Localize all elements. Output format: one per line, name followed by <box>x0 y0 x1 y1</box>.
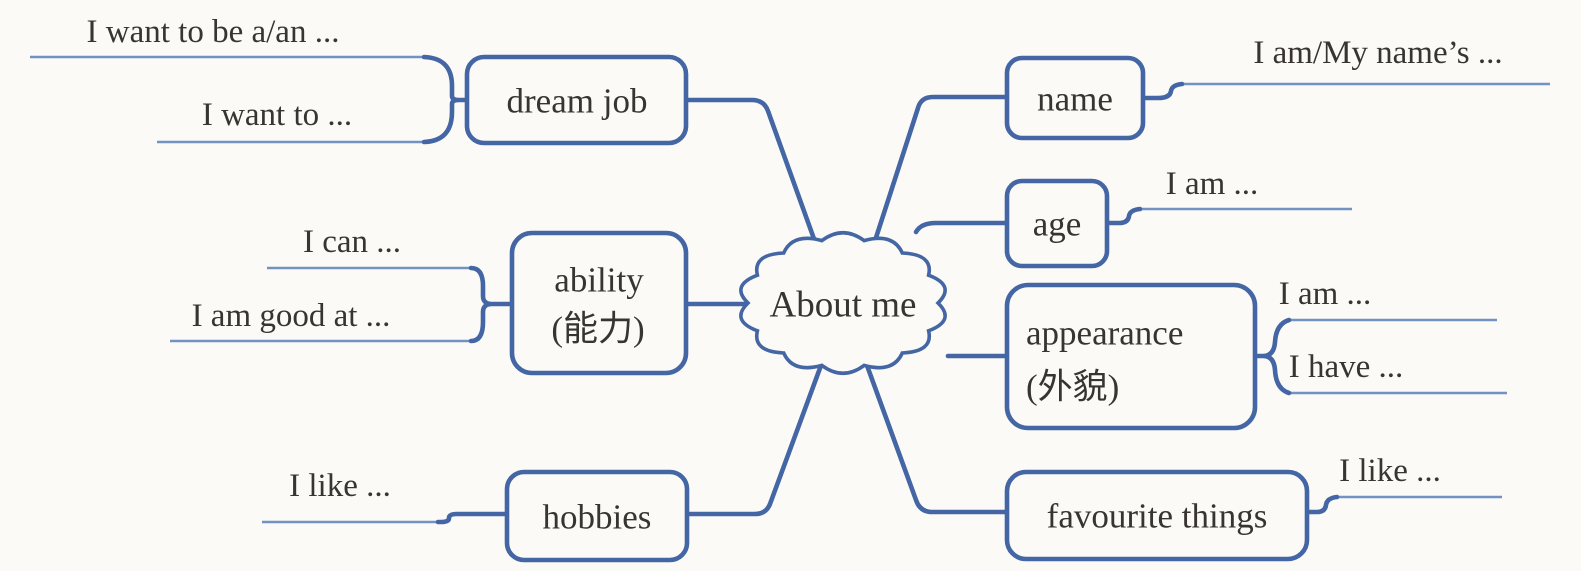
node-box-hobbies <box>504 469 690 563</box>
connector-age-to-center <box>913 220 1010 235</box>
node-label-hobbies: hobbies <box>543 498 652 537</box>
connector-favourite-things-to-center <box>862 357 1010 515</box>
node-box-favourite-things <box>1004 469 1310 562</box>
node-box-name <box>1004 55 1146 141</box>
node-label-name: name <box>1037 80 1113 119</box>
branch-connectors <box>421 54 1340 525</box>
connector-dream-job-to-center <box>683 97 821 253</box>
connector-ability-brace <box>468 265 515 344</box>
node-label-age: age <box>1033 205 1082 244</box>
node-sublabel-ability: (能力) <box>551 310 644 349</box>
prompt-ability-1: I can ... <box>303 224 401 260</box>
center-cloud-group <box>739 230 947 376</box>
connector-hobbies-to-center <box>684 357 826 517</box>
node-sublabel-appearance: (外貌) <box>1026 368 1119 407</box>
topic-boxes <box>464 54 1310 563</box>
prompt-name-1: I am/My name’s ... <box>1253 35 1502 71</box>
node-label-dream-job: dream job <box>507 82 648 121</box>
connector-favourite-things-jog <box>1304 494 1340 515</box>
prompt-ability-2: I am good at ... <box>192 298 391 334</box>
prompt-age-1: I am ... <box>1166 166 1259 202</box>
labels: About me dream job ability (能力) hobbies … <box>87 14 1503 537</box>
prompt-dream-job-1: I want to be a/an ... <box>87 14 340 50</box>
prompt-underlines <box>30 55 1550 524</box>
prompt-favourite-things-1: I like ... <box>1339 453 1441 489</box>
node-box-appearance <box>1004 282 1258 431</box>
connector-age-jog <box>1104 206 1143 226</box>
node-box-ability <box>509 230 689 376</box>
connector-appearance-fork <box>1252 317 1292 396</box>
node-box-dream-job <box>464 54 689 146</box>
prompt-appearance-1: I am ... <box>1279 276 1372 312</box>
prompt-hobbies-1: I like ... <box>289 468 391 504</box>
center-label: About me <box>770 285 917 326</box>
connector-hobbies-jog <box>435 511 510 525</box>
center-cloud <box>739 230 947 376</box>
connector-name-to-center <box>869 94 1010 253</box>
node-label-appearance: appearance <box>1026 314 1183 353</box>
node-label-ability: ability <box>554 261 644 300</box>
connector-name-jog <box>1140 81 1185 101</box>
connector-dream-job-brace <box>421 54 470 145</box>
prompt-appearance-2: I have ... <box>1289 349 1404 385</box>
node-box-age <box>1004 178 1110 269</box>
node-label-favourite-things: favourite things <box>1047 497 1268 536</box>
prompt-dream-job-2: I want to ... <box>202 97 352 133</box>
